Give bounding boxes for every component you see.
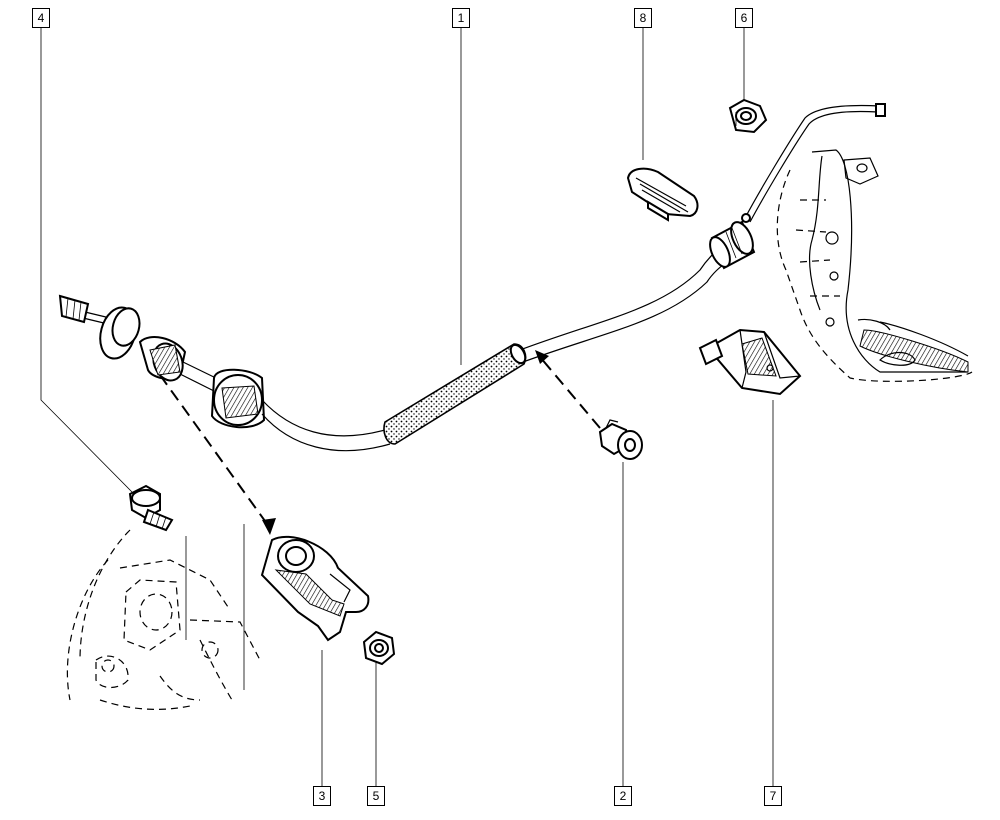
callout-8: 8 (634, 8, 652, 28)
gearbox-housing (66, 524, 261, 710)
clutch-pedal-assembly (776, 149, 973, 382)
callout-5: 5 (367, 786, 385, 806)
nut-top (728, 98, 768, 134)
callout-6: 6 (735, 8, 753, 28)
assembly-dashed-lines (159, 350, 601, 535)
callout-7: 7 (764, 786, 782, 806)
clutch-cable (58, 103, 886, 452)
pedal-pad (626, 167, 699, 222)
callout-3: 3 (313, 786, 331, 806)
callout-4: 4 (32, 8, 50, 28)
cable-retaining-bracket (260, 535, 370, 642)
leader-lines (40, 26, 774, 787)
bolt (128, 484, 174, 532)
cable-clip (598, 419, 643, 460)
callout-2: 2 (614, 786, 632, 806)
pedal-bracket (698, 328, 802, 396)
callout-1: 1 (452, 8, 470, 28)
nut-lower (362, 630, 396, 666)
